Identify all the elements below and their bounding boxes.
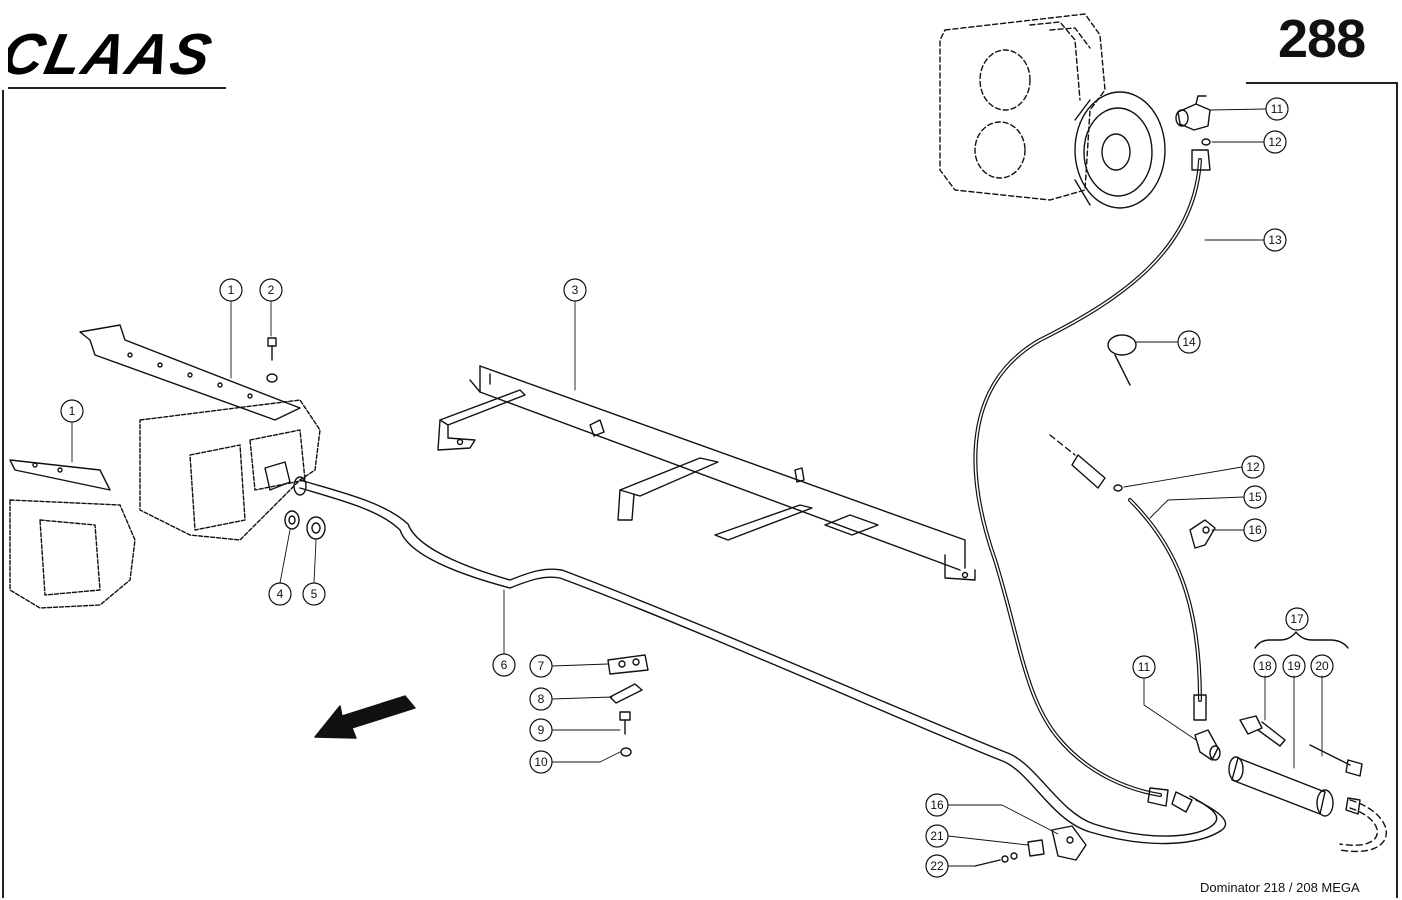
svg-text:3: 3 <box>572 283 579 297</box>
filter-cylinder <box>1228 756 1334 817</box>
nut-10 <box>620 747 632 757</box>
svg-text:22: 22 <box>930 859 944 873</box>
valve-port-fitting <box>264 461 307 496</box>
callout-2: 2 <box>259 278 283 302</box>
svg-text:11: 11 <box>1138 660 1151 674</box>
svg-text:18: 18 <box>1258 659 1272 673</box>
banjo-bolt <box>1309 744 1363 777</box>
svg-text:7: 7 <box>538 659 545 673</box>
elbow-fitting-lower <box>1194 729 1221 761</box>
group-bracket-17 <box>1254 631 1349 649</box>
logo-text: CLAAS <box>8 23 219 87</box>
callout-13: 13 <box>1263 228 1287 252</box>
hose-clamp-mid <box>1189 519 1216 549</box>
hydraulic-pump-motor <box>939 13 1106 201</box>
callout-4: 4 <box>268 582 292 606</box>
callout-11: 11 <box>1132 655 1156 679</box>
svg-text:13: 13 <box>1268 233 1282 247</box>
o-ring-mid <box>1113 484 1123 492</box>
callout-5: 5 <box>302 582 326 606</box>
svg-text:8: 8 <box>538 692 545 706</box>
callout-10: 10 <box>529 750 553 774</box>
hose-short <box>1128 498 1207 721</box>
svg-text:10: 10 <box>534 755 548 769</box>
svg-text:16: 16 <box>1248 523 1262 537</box>
callout-19: 19 <box>1282 654 1306 678</box>
hydraulic-pipe <box>299 479 1227 845</box>
o-ring-top <box>1201 138 1211 146</box>
callout-3: 3 <box>563 278 587 302</box>
svg-text:4: 4 <box>277 587 284 601</box>
return-pipe-u <box>1339 797 1387 853</box>
claas-logo: CLAAS <box>8 23 219 87</box>
svg-text:9: 9 <box>538 723 545 737</box>
svg-text:15: 15 <box>1248 490 1262 504</box>
callout-17: 17 <box>1285 607 1309 631</box>
svg-text:1: 1 <box>69 404 76 418</box>
cover-plate-left <box>9 459 111 491</box>
callout-8: 8 <box>529 687 553 711</box>
model-footer: Dominator 218 / 208 MEGA <box>1200 880 1360 895</box>
logo-underline <box>8 87 226 89</box>
svg-text:16: 16 <box>930 798 944 812</box>
nut-4 <box>284 510 300 530</box>
svg-text:12: 12 <box>1246 460 1260 474</box>
callout-7: 7 <box>529 654 553 678</box>
cable-tie <box>1107 334 1137 386</box>
callouts: 1 1 2 3 4 5 6 7 8 9 10 11 12 13 14 12 15… <box>60 97 1334 878</box>
svg-text:6: 6 <box>501 658 508 672</box>
callout-1: 1 <box>219 278 243 302</box>
callout-12: 12 <box>1263 130 1287 154</box>
control-valve-block <box>139 399 321 541</box>
valve-block-left <box>9 499 136 609</box>
hose-long <box>973 149 1211 807</box>
callout-6: 6 <box>492 653 516 677</box>
bolt-9 <box>619 711 631 735</box>
callout-20: 20 <box>1310 654 1334 678</box>
pipe-clamp-7 <box>607 654 649 675</box>
svg-text:20: 20 <box>1315 659 1329 673</box>
callout-18: 18 <box>1253 654 1277 678</box>
svg-text:2: 2 <box>268 283 275 297</box>
leader-lines <box>71 108 1323 867</box>
svg-text:11: 11 <box>1271 102 1284 116</box>
pump-flange <box>1074 91 1166 209</box>
svg-text:19: 19 <box>1287 659 1301 673</box>
callout-12: 12 <box>1241 455 1265 479</box>
direction-arrow-icon <box>314 695 416 739</box>
callout-22: 22 <box>925 854 949 878</box>
cover-plate-upper <box>79 324 301 421</box>
frame-left-border <box>2 90 4 898</box>
callout-16: 16 <box>925 793 949 817</box>
svg-text:1: 1 <box>228 283 235 297</box>
callout-16: 16 <box>1243 518 1267 542</box>
clamp-16-lower <box>1051 825 1087 861</box>
svg-text:14: 14 <box>1182 335 1196 349</box>
adapter-fitting <box>1239 715 1286 747</box>
page-number-underline <box>1246 82 1398 84</box>
page-number: 288 <box>1278 9 1366 69</box>
svg-text:17: 17 <box>1290 612 1304 626</box>
callout-15: 15 <box>1243 485 1267 509</box>
support-frame <box>437 365 976 581</box>
callout-21: 21 <box>925 824 949 848</box>
callout-1: 1 <box>60 399 84 423</box>
svg-text:12: 12 <box>1268 135 1282 149</box>
bolt-2 <box>266 337 278 383</box>
callout-14: 14 <box>1177 330 1201 354</box>
bolt-22-assembly <box>974 852 1018 867</box>
callout-11: 11 <box>1265 97 1289 121</box>
callout-9: 9 <box>529 718 553 742</box>
bush-5 <box>306 516 326 540</box>
clamp-plate-8 <box>609 683 643 704</box>
svg-text:5: 5 <box>311 587 318 601</box>
svg-text:21: 21 <box>930 829 944 843</box>
hose-stub <box>1049 434 1106 489</box>
frame-right-border <box>1396 84 1398 898</box>
spacer-21 <box>1027 839 1045 857</box>
elbow-fitting-top <box>1175 95 1211 131</box>
